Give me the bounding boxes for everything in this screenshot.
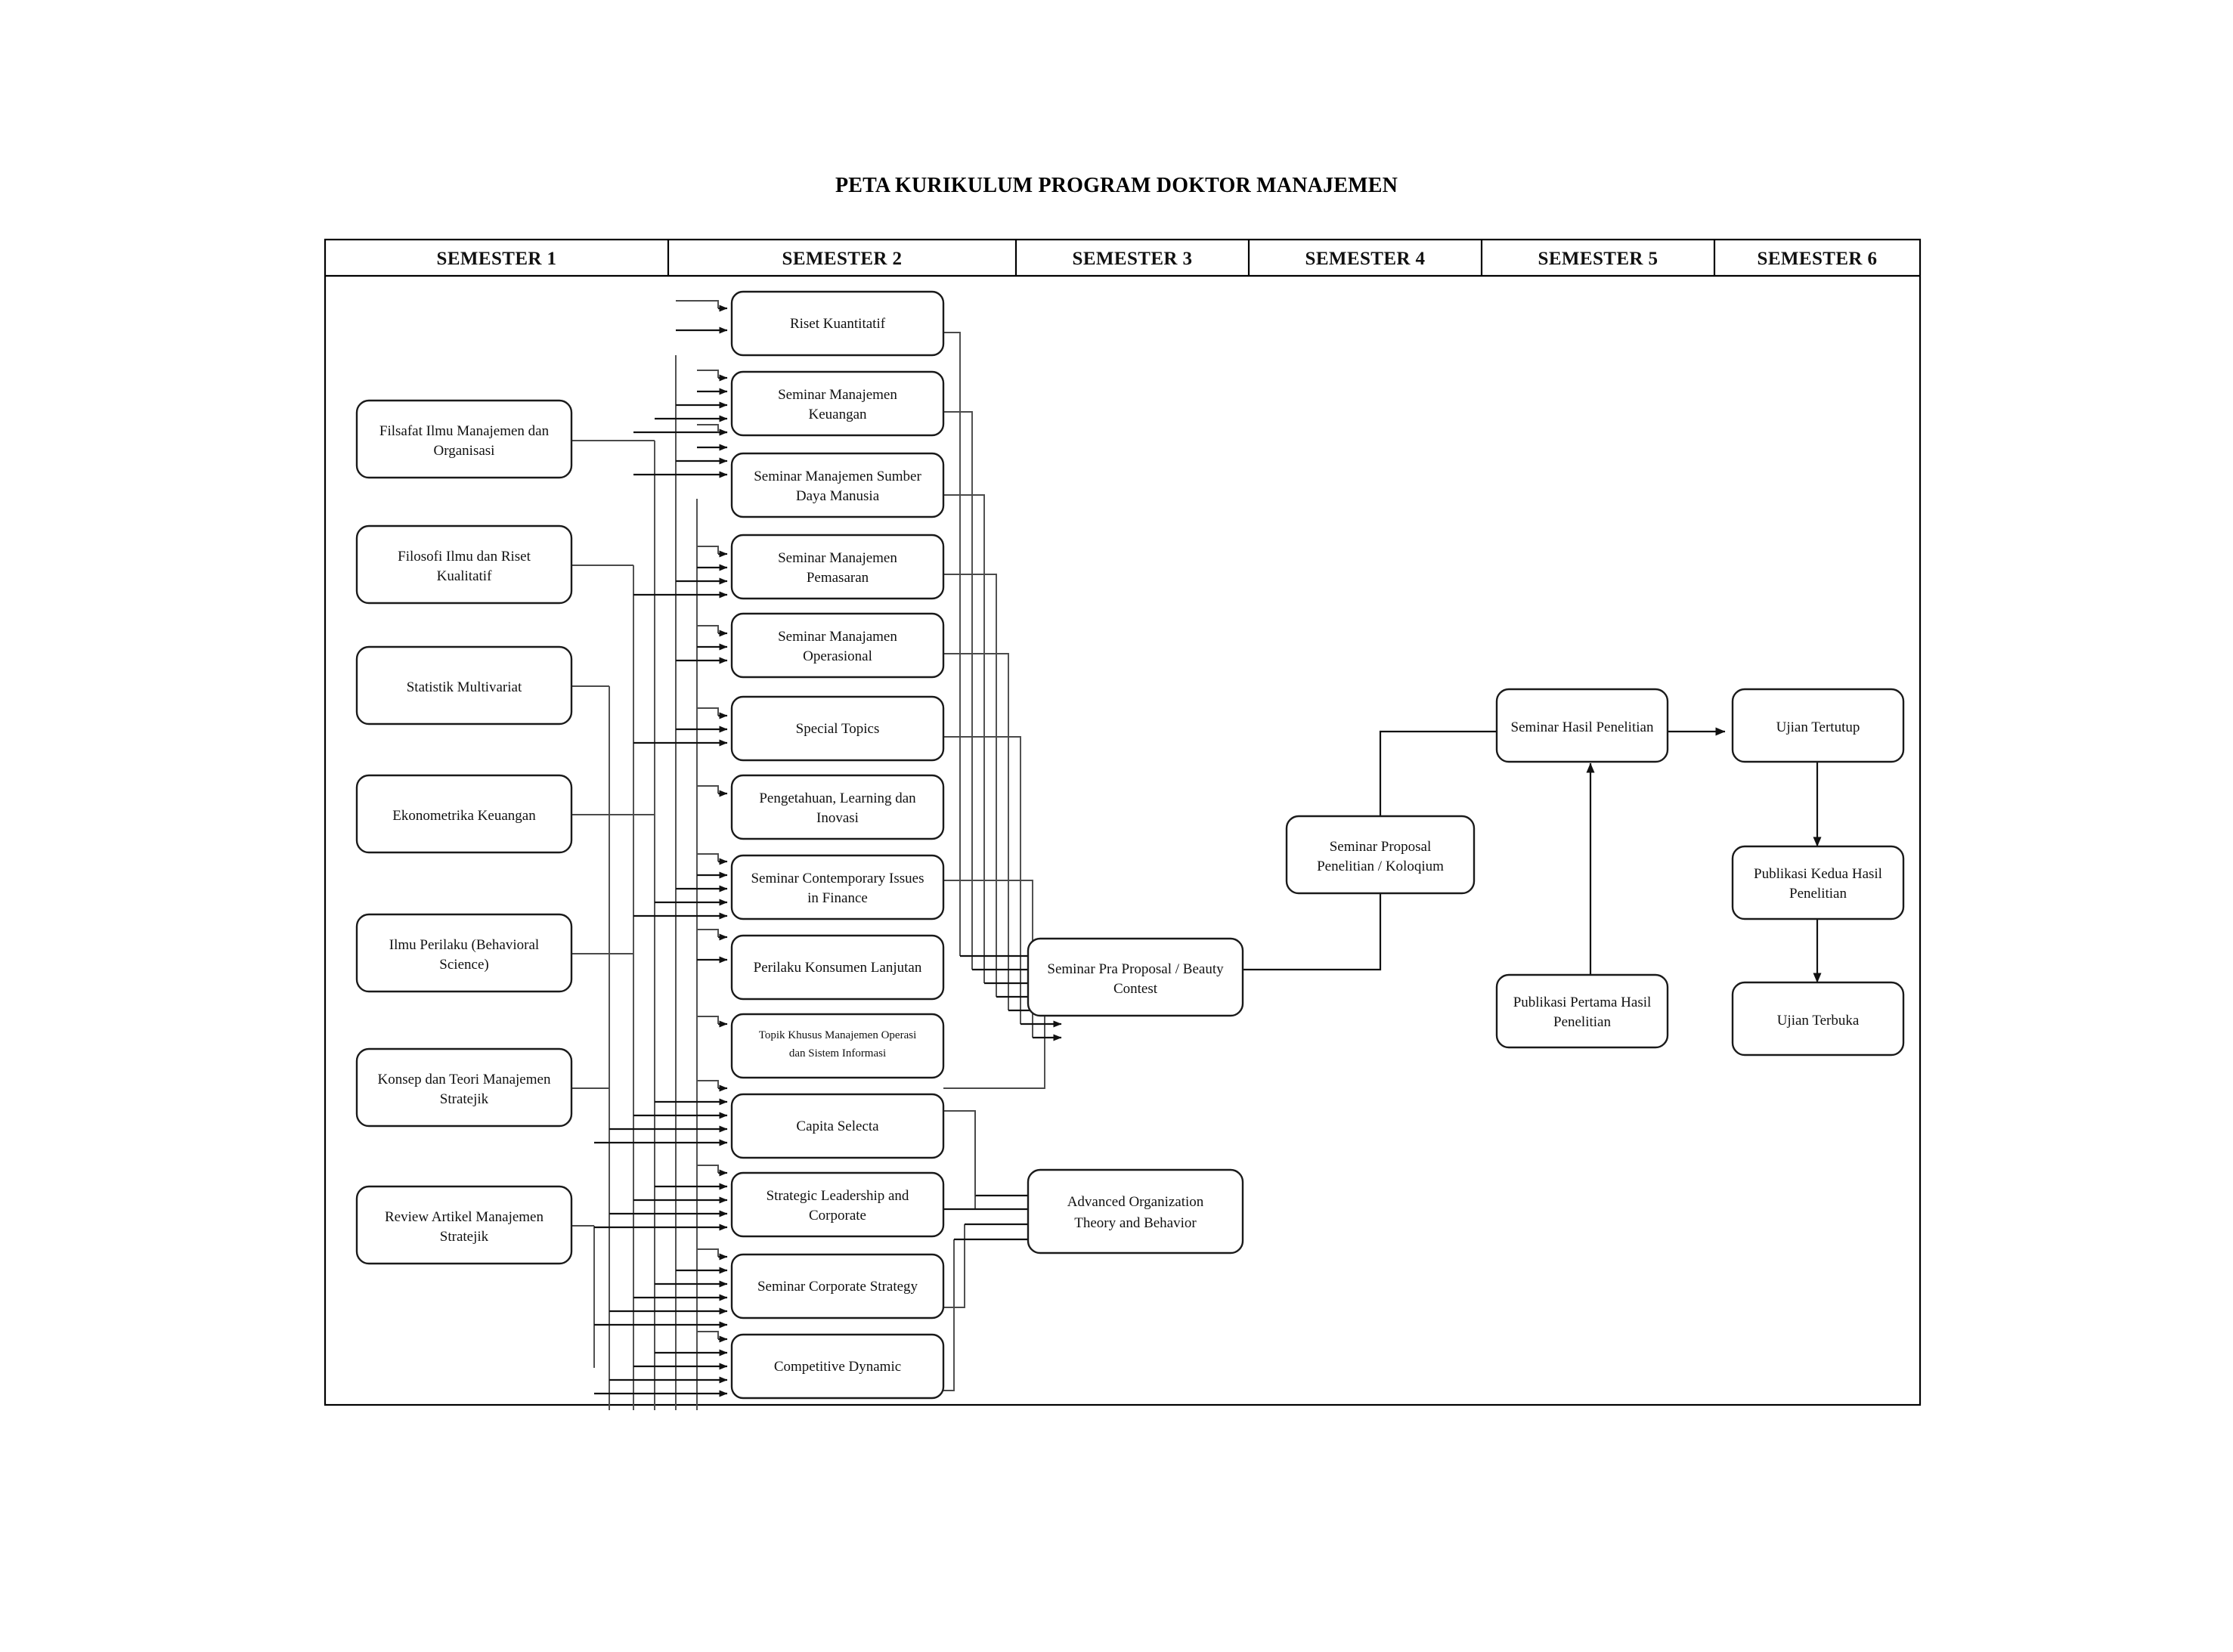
column-header-semester-6: SEMESTER 6 bbox=[1758, 249, 1878, 269]
node-label: Pemasaran bbox=[807, 570, 869, 586]
column-header-semester-1: SEMESTER 1 bbox=[437, 249, 557, 269]
semester-3-nodes: Seminar Pra Proposal / Beauty Contest Ad… bbox=[1027, 937, 1244, 1254]
node-label: Special Topics bbox=[796, 721, 880, 737]
node-label: Seminar Manajemen bbox=[778, 550, 897, 566]
node-label: Contest bbox=[1113, 981, 1158, 997]
node-label: Strategic Leadership and bbox=[767, 1188, 909, 1204]
arrows-into-sem2 bbox=[594, 300, 728, 1397]
node-label: Theory and Behavior bbox=[1074, 1215, 1197, 1231]
column-header-semester-3: SEMESTER 3 bbox=[1073, 249, 1193, 269]
node-statistik-multivariat[interactable]: Statistik Multivariat bbox=[355, 645, 573, 725]
node-publikasi-kedua-hasil-penelitian[interactable]: Publikasi Kedua Hasil Ujian Terbuka Pene… bbox=[1731, 845, 1905, 920]
node-special-topics[interactable]: Special Topics bbox=[730, 695, 945, 762]
node-label: Penelitian bbox=[1789, 886, 1847, 902]
node-seminar-hasil-penelitian[interactable]: Seminar Hasil Penelitian bbox=[1495, 688, 1669, 763]
node-label: in Finance bbox=[807, 890, 868, 906]
node-label: Seminar Manajemen bbox=[778, 387, 897, 403]
node-publikasi-pertama-hasil-penelitian[interactable]: Publikasi Pertama Hasil Penelitian bbox=[1495, 973, 1669, 1049]
column-header-semester-4: SEMESTER 4 bbox=[1305, 249, 1426, 269]
node-label: Kualitatif bbox=[437, 568, 492, 584]
node-label: Inovasi bbox=[816, 810, 859, 826]
node-label: Seminar Manajamen bbox=[778, 629, 897, 645]
node-label: Seminar Corporate Strategy bbox=[757, 1279, 918, 1295]
connectors-right-flow bbox=[1238, 727, 1822, 983]
node-label: Stratejik bbox=[440, 1229, 489, 1245]
node-competitive-dynamic[interactable]: Competitive Dynamic bbox=[730, 1333, 945, 1400]
node-label: Publikasi Kedua Hasil bbox=[1754, 866, 1882, 882]
node-label: Ilmu Perilaku (Behavioral bbox=[389, 937, 539, 953]
connectors-sem1-to-sem2 bbox=[571, 355, 698, 1410]
node-label: Riset Kuantitatif bbox=[790, 316, 886, 332]
node-label: Keuangan bbox=[808, 407, 867, 422]
node-filosofi-ilmu-dan-riset-kualitatif[interactable]: Filosofi Ilmu dan Riset Kualitatif bbox=[355, 524, 573, 605]
node-seminar-proposal-penelitian-koloqium[interactable]: Seminar Proposal Penelitian / Koloqium bbox=[1285, 815, 1476, 895]
node-label: Pengetahuan, Learning dan bbox=[759, 790, 916, 806]
node-label: Competitive Dynamic bbox=[774, 1359, 901, 1375]
table-frame bbox=[324, 238, 1922, 1406]
node-label: Perilaku Konsumen Lanjutan bbox=[754, 960, 922, 976]
node-perilaku-konsumen-lanjutan[interactable]: Perilaku Konsumen Lanjutan bbox=[730, 934, 945, 1001]
node-advanced-organization-theory-and-behavior[interactable]: Advanced Organization Theory and Behavio… bbox=[1027, 1168, 1244, 1254]
page-title: PETA KURIKULUM PROGRAM DOKTOR MANAJEMEN bbox=[835, 174, 1398, 197]
node-label: dan Sistem Informasi bbox=[789, 1047, 886, 1060]
node-seminar-pra-proposal-beauty-contest[interactable]: Seminar Pra Proposal / Beauty Contest bbox=[1027, 937, 1244, 1017]
node-ujian-terbuka[interactable]: Ujian Terbuka bbox=[1731, 981, 1905, 1056]
node-konsep-dan-teori-manajemen-stratejik[interactable]: Konsep dan Teori Manajemen Stratejik bbox=[355, 1047, 573, 1128]
node-label: Daya Manusia bbox=[796, 488, 880, 504]
node-label: Topik Khusus Manajemen Operasi bbox=[759, 1029, 917, 1041]
node-label: Filosofi Ilmu dan Riset bbox=[398, 549, 531, 565]
node-strategic-leadership-and-corporate[interactable]: Strategic Leadership and Corporate bbox=[730, 1171, 945, 1238]
node-label: Seminar Hasil Penelitian bbox=[1511, 719, 1654, 735]
node-label: Capita Selecta bbox=[796, 1118, 879, 1134]
semester-6-nodes: Ujian Tertutup Publikasi Kedua Hasil Uji… bbox=[1731, 688, 1905, 1056]
node-label: Ekonometrika Keuangan bbox=[392, 808, 536, 824]
node-ekonometrika-keuangan[interactable]: Ekonometrika Keuangan bbox=[355, 774, 573, 854]
node-label: Seminar Contemporary Issues bbox=[751, 871, 924, 886]
node-label: Statistik Multivariat bbox=[407, 679, 522, 695]
node-seminar-manajemen-sumber-daya-manusia[interactable]: Seminar Manajemen Sumber Daya Manusia bbox=[730, 452, 945, 518]
node-seminar-corporate-strategy[interactable]: Seminar Corporate Strategy bbox=[730, 1253, 945, 1319]
node-review-artikel-manajemen-stratejik[interactable]: Review Artikel Manajemen Stratejik bbox=[355, 1185, 573, 1265]
semester-1-nodes: Filsafat Ilmu Manajemen dan Organisasi F… bbox=[355, 399, 573, 1265]
node-label: Ujian Tertutup bbox=[1776, 719, 1860, 735]
semester-4-nodes: Seminar Proposal Penelitian / Koloqium bbox=[1285, 815, 1476, 895]
node-label: Seminar Proposal bbox=[1330, 839, 1432, 855]
node-capita-selecta[interactable]: Capita Selecta bbox=[730, 1093, 945, 1159]
node-label: Science) bbox=[439, 957, 488, 973]
node-label: Stratejik bbox=[440, 1091, 489, 1107]
node-label: Seminar Pra Proposal / Beauty bbox=[1047, 961, 1224, 977]
node-pengetahuan-learning-dan-inovasi[interactable]: Pengetahuan, Learning dan Inovasi bbox=[730, 774, 945, 840]
node-topik-khusus-manajemen-operasi-dan-sistem-informasi[interactable]: Topik Khusus Manajemen Operasi dan Siste… bbox=[730, 1013, 945, 1079]
node-label: Publikasi Pertama Hasil bbox=[1513, 995, 1652, 1010]
node-label: Corporate bbox=[809, 1208, 866, 1224]
node-filsafat-ilmu-manajemen-dan-organisasi[interactable]: Filsafat Ilmu Manajemen dan Organisasi bbox=[355, 399, 573, 479]
node-label: Konsep dan Teori Manajemen bbox=[378, 1072, 551, 1087]
table-header-row: SEMESTER 1 SEMESTER 2 SEMESTER 3 SEMESTE… bbox=[437, 249, 1878, 269]
semester-5-nodes: Seminar Hasil Penelitian Publikasi Perta… bbox=[1495, 688, 1669, 1049]
node-label: Filsafat Ilmu Manajemen dan bbox=[379, 423, 550, 439]
node-label: Review Artikel Manajemen bbox=[385, 1209, 544, 1225]
semester-2-nodes: Riset Kuantitatif Seminar Manajemen Keua… bbox=[730, 290, 945, 1400]
node-seminar-contemporary-issues-in-finance[interactable]: Seminar Contemporary Issues in Finance bbox=[730, 854, 945, 920]
node-ilmu-perilaku-behavioral-science[interactable]: Ilmu Perilaku (Behavioral Science) bbox=[355, 913, 573, 993]
node-label: Operasional bbox=[803, 648, 872, 664]
node-riset-kuantitatif[interactable]: Riset Kuantitatif bbox=[730, 290, 945, 357]
node-seminar-manajemen-keuangan[interactable]: Seminar Manajemen Keuangan bbox=[730, 370, 945, 437]
node-label: Penelitian / Koloqium bbox=[1317, 858, 1444, 874]
node-seminar-manajemen-pemasaran[interactable]: Seminar Manajemen Pemasaran bbox=[730, 534, 945, 600]
node-ujian-tertutup[interactable]: Ujian Tertutup bbox=[1731, 688, 1905, 763]
node-label: Advanced Organization bbox=[1067, 1194, 1204, 1210]
column-header-semester-2: SEMESTER 2 bbox=[782, 249, 903, 269]
node-seminar-manajamen-operasional[interactable]: Seminar Manajamen Operasional bbox=[730, 612, 945, 679]
node-label: Seminar Manajemen Sumber bbox=[754, 469, 921, 484]
node-label: Organisasi bbox=[434, 443, 495, 459]
column-header-semester-5: SEMESTER 5 bbox=[1538, 249, 1658, 269]
node-label: Penelitian bbox=[1553, 1014, 1611, 1030]
node-label: Ujian Terbuka bbox=[1777, 1013, 1860, 1029]
